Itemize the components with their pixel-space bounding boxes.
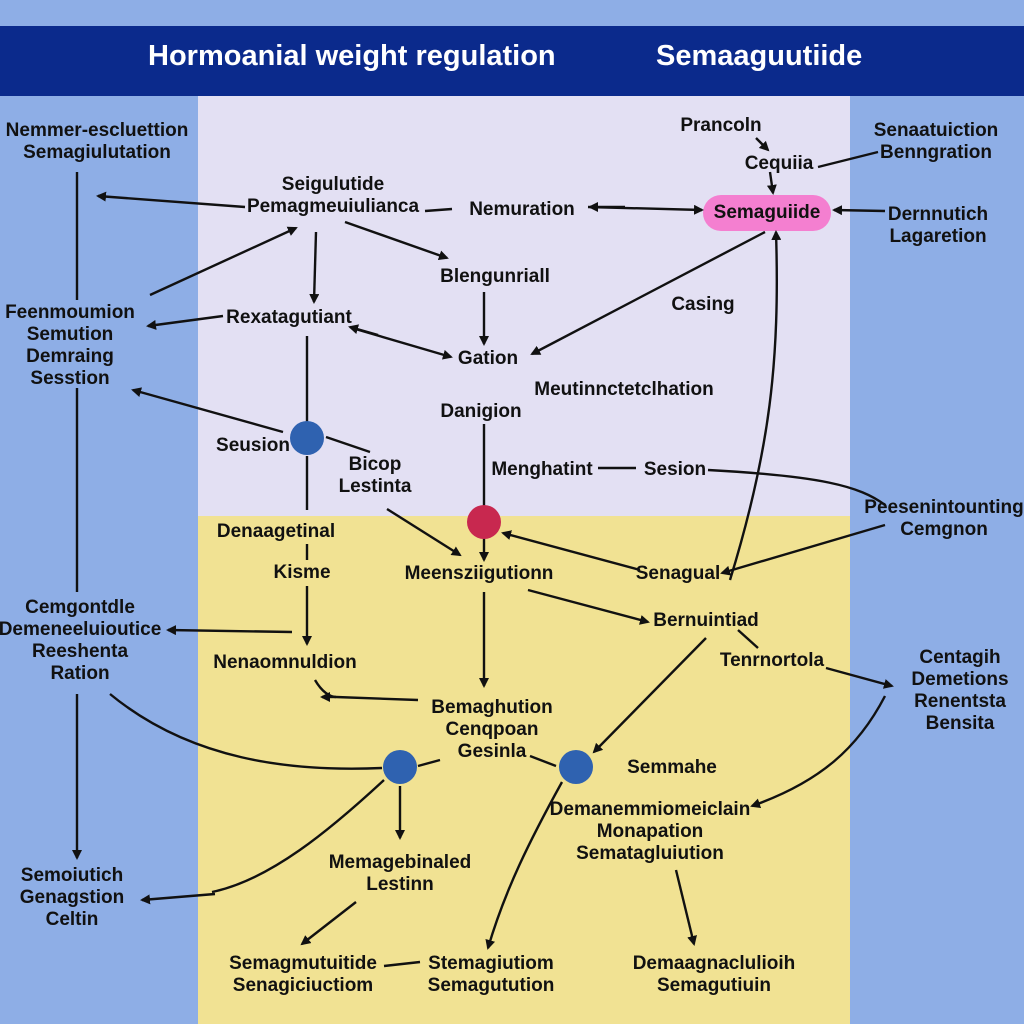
node-blue-lower-left [383, 750, 417, 784]
label-top-4: Cequiia [744, 153, 814, 174]
label-mid-7: Seusion [216, 435, 290, 456]
node-red-center [467, 505, 501, 539]
label-bot-3: Meensziigutionn [404, 563, 554, 584]
connector-arrow [344, 220, 449, 261]
label-mid-6: Danigion [440, 401, 522, 422]
connector-arrow [750, 695, 887, 809]
connector-line [383, 960, 421, 968]
connector-arrow [720, 523, 886, 576]
label-mid-5: Meutinnctetclhation [534, 379, 714, 400]
header-bar [0, 26, 1024, 96]
connector-line [817, 150, 879, 169]
connector-arrow [348, 324, 379, 337]
label-mid-10: Sesion [643, 459, 707, 480]
connector-arrow [309, 231, 320, 304]
connector-line [529, 754, 557, 768]
connector-line [424, 207, 453, 213]
connector-line [211, 779, 385, 894]
connector-arrow [501, 530, 641, 572]
connector-arrow [146, 314, 224, 330]
connector-line [109, 693, 383, 770]
connector-arrow [149, 226, 298, 297]
label-bot-1: Denaagetinal [216, 521, 336, 542]
connector-arrow [755, 137, 770, 152]
label-top-2: Nemuration [469, 199, 575, 220]
connector-arrow [300, 901, 357, 946]
connector-arrow [386, 507, 462, 557]
label-mid-9: Menghatint [491, 459, 593, 480]
node-blue-lower-right [559, 750, 593, 784]
connector-arrow [766, 171, 777, 195]
connector-arrow [485, 781, 564, 950]
connector-arrow [166, 625, 293, 636]
label-bot-7: Nenaomnuldion [213, 652, 357, 673]
connector-arrow [530, 230, 766, 356]
connector-arrow [825, 666, 894, 689]
label-bot-4: Senagual [635, 563, 721, 584]
connector-arrow [527, 588, 650, 625]
label-bot-5: Bernuintiad [653, 610, 759, 631]
label-bot-6: Tenrnortola [719, 650, 825, 671]
connector-line [737, 629, 759, 649]
label-pill: Semaguiide [713, 202, 821, 223]
semaglutide-highlight-pill [703, 195, 831, 231]
connector-arrow [96, 191, 246, 209]
connector-arrow [728, 230, 782, 581]
connector-arrow [674, 869, 697, 946]
label-mid-2: Casing [671, 294, 735, 315]
connector-line [707, 468, 886, 506]
connector-arrow [592, 637, 707, 754]
label-mid-1: Blengunriall [440, 266, 550, 287]
label-mid-4: Gation [457, 348, 519, 369]
connector-arrow [832, 205, 886, 216]
connector-line [417, 758, 441, 768]
header-title-left: Hormoanial weight regulation [148, 40, 556, 72]
node-blue-seusion [290, 421, 324, 455]
label-mid-3: Rexatagutiant [226, 307, 352, 328]
label-bot-2: Kisme [273, 562, 331, 583]
connector-line [325, 435, 371, 454]
header-title-right: Semaaguutiide [656, 40, 863, 72]
label-top-3: Prancoln [680, 115, 762, 136]
connector-arrow [140, 892, 216, 905]
label-bot-9: Semmahe [627, 757, 717, 778]
connector-arrow [131, 387, 284, 434]
